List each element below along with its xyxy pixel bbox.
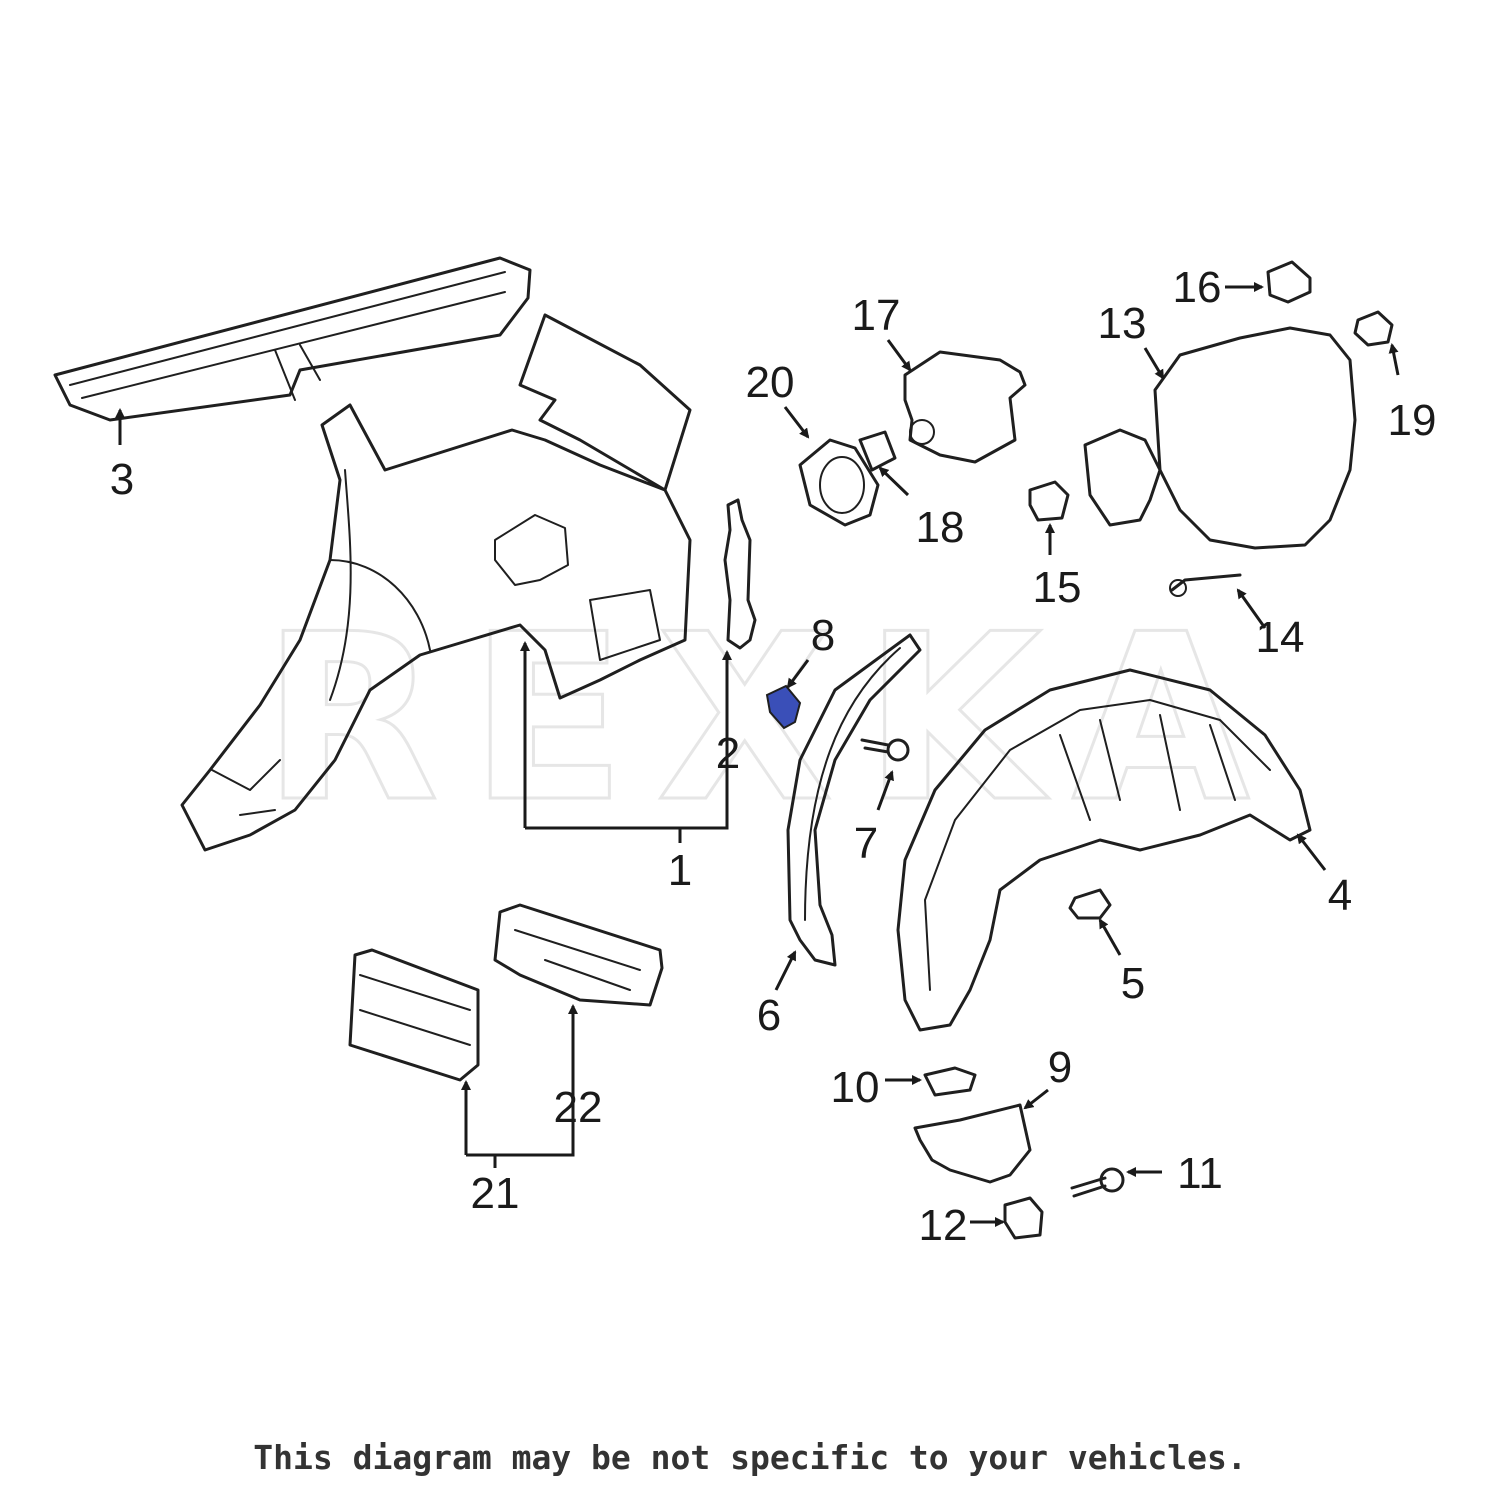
part-20-filler-housing — [798, 438, 880, 527]
callout-21: 21 — [471, 1169, 520, 1218]
callout-6: 6 — [757, 991, 781, 1040]
callout-12: 12 — [919, 1201, 968, 1250]
callout-18: 18 — [916, 503, 965, 552]
callout-3: 3 — [110, 455, 134, 504]
part-15-bumper — [1028, 480, 1070, 522]
part-10-clip — [923, 1066, 977, 1097]
part-16-cap — [1266, 260, 1312, 304]
disclaimer-text: This diagram may be not specific to your… — [253, 1438, 1247, 1477]
callout-16: 16 — [1173, 263, 1222, 312]
callout-2: 2 — [716, 729, 740, 778]
callout-10: 10 — [831, 1063, 880, 1112]
part-13-fuel-door — [1083, 326, 1357, 550]
part-4-fender-liner — [896, 668, 1312, 1032]
callout-5: 5 — [1121, 959, 1145, 1008]
part-5-clip — [1068, 888, 1112, 920]
part-14-pin — [1169, 573, 1242, 597]
part-12-nut — [1003, 1196, 1044, 1240]
callout-4: 4 — [1328, 871, 1352, 920]
part-22-housing — [493, 903, 664, 1007]
part-1-quarter-panel — [180, 313, 692, 852]
part-9-bracket — [913, 1103, 1032, 1184]
part-18-gasket — [858, 430, 897, 472]
callout-7: 7 — [854, 819, 878, 868]
part-8-clip-highlighted — [765, 684, 802, 730]
leader-lines — [115, 282, 1400, 1227]
callout-8: 8 — [811, 611, 835, 660]
callout-14: 14 — [1256, 613, 1305, 662]
callout-11: 11 — [1177, 1149, 1223, 1198]
part-6-arch-molding — [786, 633, 922, 967]
watermark: REXKA — [262, 586, 1280, 853]
part-2-bracket — [723, 498, 757, 650]
callout-20: 20 — [746, 358, 795, 407]
part-17-actuator — [903, 350, 1027, 464]
part-3-roof-rail — [53, 256, 532, 422]
callout-13: 13 — [1098, 299, 1147, 348]
callout-9: 9 — [1048, 1043, 1072, 1092]
part-19-clip — [1353, 310, 1394, 347]
callout-19: 19 — [1388, 396, 1437, 445]
callout-17: 17 — [852, 291, 901, 340]
callout-labels: 3 1 2 8 7 4 5 6 10 9 11 12 13 14 15 16 1… — [110, 263, 1437, 1250]
callout-22: 22 — [554, 1083, 603, 1132]
callout-15: 15 — [1033, 563, 1082, 612]
callout-1: 1 — [668, 846, 692, 895]
part-7-screw — [860, 738, 910, 762]
part-11-bolt — [1070, 1167, 1125, 1198]
part-21-vent — [348, 948, 480, 1082]
